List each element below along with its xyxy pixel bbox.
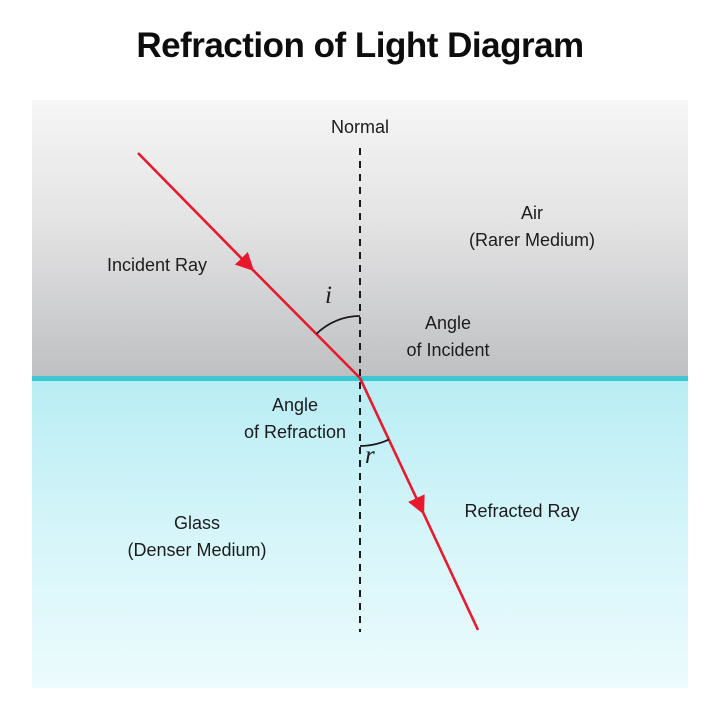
figure-title: Refraction of Light Diagram [136, 26, 584, 65]
glass-medium-label-line2: (Denser Medium) [127, 540, 267, 560]
glass-medium-label-line1: Glass [173, 513, 221, 533]
angle-i-symbol: i [325, 282, 332, 309]
angle-of-refraction-line2: of Refraction [243, 422, 347, 442]
incident-angle-arc [315, 315, 361, 335]
refracted-ray-line [358, 377, 480, 631]
angle-of-refraction-line1: Angle [271, 395, 319, 415]
air-medium-label-line2: (Rarer Medium) [468, 230, 596, 250]
refraction-diagram: Normal Incident Ray Air (Rarer Medium) i… [32, 100, 688, 688]
glass-medium-label: Glass (Denser Medium) [127, 510, 266, 564]
glass-region [32, 381, 688, 688]
air-medium-label: Air (Rarer Medium) [469, 200, 595, 254]
refracted-ray-label: Refracted Ray [464, 501, 580, 521]
incident-ray-label: Incident Ray [106, 255, 208, 275]
normal-label: Normal [330, 117, 390, 137]
incident-ray-line [137, 152, 361, 379]
air-medium-label-line1: Air [521, 203, 543, 223]
angle-of-incident-line2: of Incident [406, 340, 490, 360]
angle-of-incident-line1: Angle [424, 313, 472, 333]
angle-r-symbol: r [365, 442, 375, 469]
angle-of-incident-label: Angle of Incident [406, 310, 489, 364]
ray-geometry [137, 148, 480, 632]
angle-of-refraction-label: Angle of Refraction [244, 392, 346, 446]
refraction-angle-arc [359, 438, 390, 447]
